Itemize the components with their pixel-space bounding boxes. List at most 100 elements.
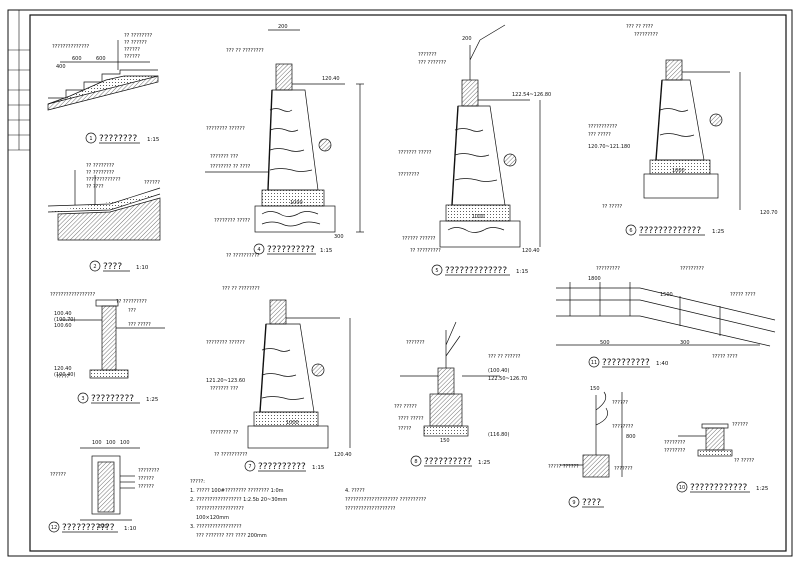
svg-text:??????????: ??????????	[267, 245, 315, 255]
svg-text:????????: ????????	[99, 134, 137, 144]
detail-10-label-1: ????????	[664, 440, 686, 446]
detail-9-label-2: ????? ??????	[548, 464, 579, 470]
detail-12-label-1: ??????	[138, 476, 154, 482]
detail-4-label-1: ???????? ??????	[206, 126, 245, 132]
svg-text:1:15: 1:15	[320, 248, 333, 254]
outer-border	[7, 9, 793, 557]
detail-12-label-0: ????????	[138, 468, 160, 474]
detail-6-label-0: ??? ?? ????	[626, 24, 653, 30]
detail-12-dim-1: 100	[106, 440, 116, 446]
note-line-2: 2. ????????????????? 1:2.5b 20~30mm	[190, 497, 287, 503]
svg-text:7: 7	[248, 464, 251, 470]
detail-11-dim-0: 1800	[588, 276, 601, 282]
detail-7-dim-1: 121.20~123.60	[206, 378, 245, 384]
detail-7-callout: 7 ?????????? 1:15	[244, 460, 325, 472]
detail-4-label-2: ??????? ???	[210, 154, 238, 160]
detail-8-dim-0: 150	[440, 438, 450, 444]
detail-5-label-3: ????????	[398, 172, 420, 178]
detail-7-label-3: ???????? ??	[210, 430, 238, 436]
detail-4-dim-0: 1000	[290, 200, 303, 206]
detail-5-drawing	[439, 24, 541, 248]
detail-8-drawing	[400, 321, 500, 437]
detail-9-label-1: ????????	[612, 424, 634, 430]
detail-4-dim-2: 300	[334, 234, 344, 240]
detail-4-label-5: ?? ??????????	[226, 253, 260, 259]
detail-3-dim-0: 100.40	[54, 311, 72, 317]
detail-2-label-4: ??????	[144, 180, 160, 186]
svg-text:11: 11	[591, 360, 597, 366]
detail-3-label-3: ???	[128, 308, 136, 314]
detail-5-dim-0: 200	[462, 36, 472, 42]
detail-6-label-1: ?????????	[634, 32, 658, 38]
svg-text:?????????????: ?????????????	[445, 266, 507, 276]
detail-4-drawing	[205, 29, 364, 233]
detail-10-callout: 10 ???????????? 1:25	[676, 481, 769, 493]
detail-1-label-3: ??????	[124, 47, 140, 53]
detail-6-label-3: ??? ?????	[588, 132, 611, 138]
detail-10-label-0: ??????	[732, 422, 748, 428]
note-line-4: 100×120mm	[196, 515, 229, 521]
svg-text:2: 2	[93, 264, 96, 270]
svg-text:??????????: ??????????	[258, 462, 306, 472]
svg-text:6: 6	[629, 228, 632, 234]
detail-10-drawing	[678, 423, 733, 457]
detail-1-dim-2: 400	[56, 64, 66, 70]
svg-text:????????????: ????????????	[690, 483, 748, 493]
detail-9-drawing	[560, 391, 623, 478]
svg-text:1:40: 1:40	[656, 361, 669, 367]
detail-4-callout: 4 ?????????? 1:15	[253, 243, 333, 255]
detail-1-callout: 1 ???????? 1:15	[85, 132, 160, 144]
note-line-6: ??? ??????? ??? ???? 200mm	[196, 533, 267, 539]
svg-text:?????????: ?????????	[91, 394, 134, 404]
inner-border	[29, 14, 787, 552]
detail-7-label-4: ?? ??????????	[214, 452, 248, 458]
svg-text:1: 1	[89, 136, 92, 142]
detail-5-dim-2: 122.54~126.80	[512, 92, 551, 98]
detail-11-dim-2: 500	[600, 340, 610, 346]
detail-1-label-1: ?? ????????	[124, 33, 152, 39]
detail-6-dim-0: 1000	[672, 168, 685, 174]
svg-text:????: ????	[582, 498, 601, 508]
detail-1-label-0: ??????????????	[52, 44, 89, 50]
detail-5-label-4: ?????? ??????	[402, 236, 436, 242]
detail-1-drawing	[47, 40, 159, 111]
detail-11-label-2: ????? ????	[730, 292, 756, 298]
detail-4-label-3: ???????? ?? ????	[210, 164, 251, 170]
detail-8-dim-1: (100.40)	[488, 368, 509, 374]
detail-10-label-3: ?? ?????	[734, 458, 755, 464]
detail-12-label-3: ??????	[50, 472, 66, 478]
detail-5-dim-3: 120.40	[522, 248, 540, 254]
detail-7-dim-2: 120.40	[334, 452, 352, 458]
svg-text:1:25: 1:25	[478, 460, 491, 466]
detail-6-dim-1: 120.70~121.180	[588, 144, 630, 150]
detail-11-label-3: ????? ????	[712, 354, 738, 360]
svg-text:10: 10	[679, 485, 685, 491]
detail-11-callout: 11 ?????????? 1:40	[588, 356, 669, 368]
svg-text:1:15: 1:15	[516, 269, 529, 275]
svg-text:???????????: ???????????	[62, 523, 115, 533]
note-right-1: 4. ?????	[345, 488, 365, 494]
detail-8-dim-3: (116.80)	[488, 432, 509, 438]
detail-2-drawing	[47, 170, 161, 241]
svg-text:1:15: 1:15	[312, 465, 325, 471]
detail-10-label-2: ????????	[664, 448, 686, 454]
detail-7-drawing	[247, 299, 351, 449]
svg-text:????: ????	[103, 262, 122, 272]
detail-2-label-1: ?? ????????	[86, 170, 114, 176]
detail-7-dim-0: 1000	[286, 420, 299, 426]
detail-11-drawing	[556, 282, 776, 347]
svg-text:3: 3	[81, 396, 84, 402]
detail-4-dim-3: 120.40	[322, 76, 340, 82]
detail-2-label-0: ?? ????????	[86, 163, 114, 169]
detail-4-label-0: ??? ?? ????????	[226, 48, 264, 54]
svg-text:5: 5	[435, 268, 438, 274]
detail-6-label-2: ???????????	[588, 124, 618, 130]
detail-9-callout: 9 ????	[568, 496, 604, 508]
svg-text:9: 9	[572, 500, 575, 506]
detail-6-dim-2: 120.70	[760, 210, 778, 216]
svg-text:1:10: 1:10	[124, 526, 137, 532]
detail-12-dim-2: 100	[120, 440, 130, 446]
note-line-5: 3. ?????????????????	[190, 524, 242, 530]
detail-3-dim-1: (100.70)	[54, 317, 75, 323]
